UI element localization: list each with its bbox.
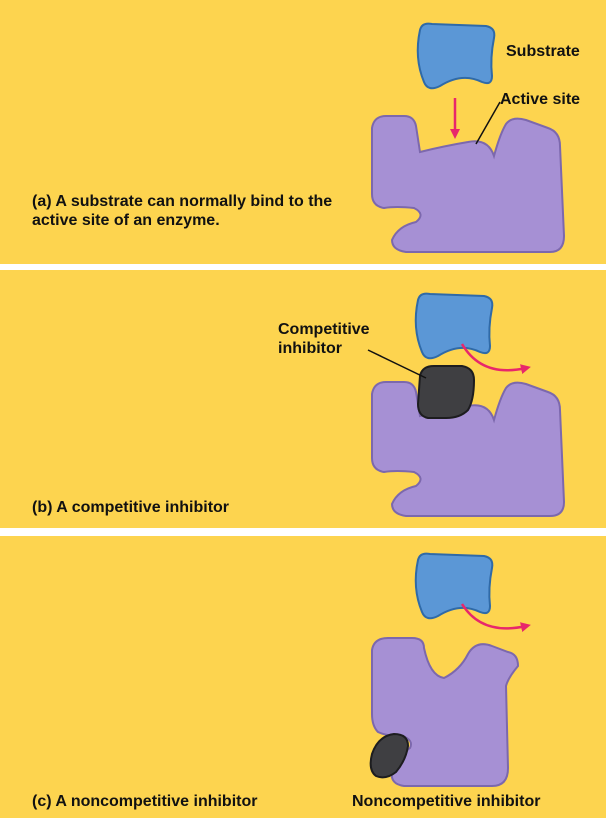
competitive-inhibitor-label: Competitive inhibitor <box>278 321 370 357</box>
panel-c: (c) A noncompetitive inhibitor Noncompet… <box>0 536 606 818</box>
deflection-arrow <box>460 343 531 374</box>
inhibitor-leader <box>367 349 427 379</box>
panel-c-illustration <box>369 552 531 787</box>
substrate-shape <box>414 292 494 360</box>
substrate-shape <box>414 552 494 620</box>
noncompetitive-inhibitor-label: Noncompetitive inhibitor <box>352 793 541 810</box>
panel-b: Competitive inhibitor (b) A competitive … <box>0 270 606 528</box>
panel-c-caption: (c) A noncompetitive inhibitor <box>32 793 258 810</box>
deflection-arrow <box>460 603 531 632</box>
panel-a: Substrate Active site (a) A substrate ca… <box>0 0 606 264</box>
enzyme-shape <box>371 115 566 253</box>
panel-b-illustration <box>367 292 566 517</box>
panel-b-caption: (b) A competitive inhibitor <box>32 499 230 516</box>
substrate-label: Substrate <box>506 43 580 60</box>
substrate-shape <box>416 22 496 90</box>
active-site-label: Active site <box>500 91 581 108</box>
panel-a-caption: (a) A substrate can normally bind to the… <box>32 193 333 229</box>
panel-a-illustration <box>371 22 566 253</box>
competitive-inhibitor-shape <box>416 365 476 419</box>
active-site-leader <box>475 101 501 145</box>
enzyme-shape <box>371 381 566 517</box>
noncompetitive-inhibitor-shape <box>369 732 410 779</box>
